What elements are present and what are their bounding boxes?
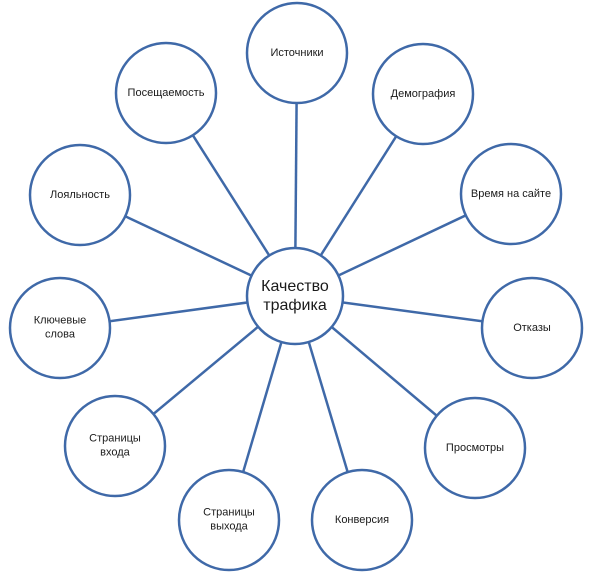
node-circle-vremya-na-saite — [459, 142, 563, 246]
node-circle-stranitsy-vyhoda — [177, 468, 281, 572]
node-circle-stranitsy-vhoda — [63, 394, 167, 498]
node-circle-loyalnost — [28, 143, 132, 247]
node-circle-prosmotry — [423, 396, 527, 500]
center-circle — [245, 246, 345, 346]
node-circle-poseshchaemost — [114, 41, 218, 145]
node-circles — [8, 1, 584, 572]
node-circle-konversiya — [310, 468, 414, 572]
node-circle-istochniki — [245, 1, 349, 105]
node-circle-otkazy — [480, 276, 584, 380]
node-circle-klyuchevye-slova — [8, 276, 112, 380]
node-circle-demografiya — [371, 42, 475, 146]
